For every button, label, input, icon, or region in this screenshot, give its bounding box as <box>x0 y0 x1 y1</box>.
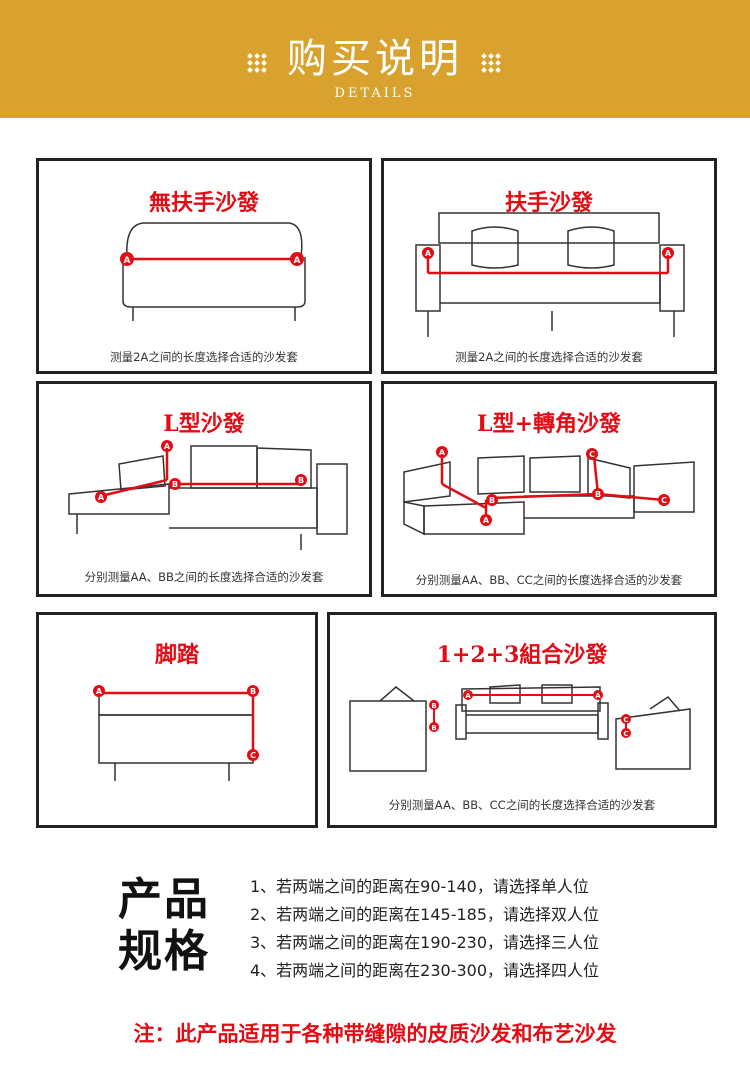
marker-a: A <box>96 687 103 696</box>
marker-b: B <box>172 480 178 489</box>
marker-c: C <box>250 751 256 760</box>
l-corner-sofa-illustration: A A B B C C <box>403 446 695 536</box>
marker-a: A <box>124 256 131 266</box>
dots-diamond-icon <box>480 52 502 73</box>
panel-title: L型沙發 <box>163 411 245 437</box>
marker-b: B <box>298 476 304 485</box>
panel-caption: 测量2A之间的长度选择合适的沙发套 <box>455 350 643 364</box>
page-title: 购买说明 <box>287 36 463 82</box>
header-banner: 购买说明 DETAILS <box>0 0 750 118</box>
spec-line: 1、若两端之间的距离在90-140，请选择单人位 <box>250 877 589 896</box>
page-subtitle: DETAILS <box>334 86 416 101</box>
specs-title-line1: 产品 <box>118 874 210 925</box>
marker-a: A <box>98 493 105 502</box>
armless-sofa-illustration: A A <box>120 222 306 321</box>
panel-title: 1+2+3組合沙發 <box>436 642 608 668</box>
panel-caption: 测量2A之间的长度选择合适的沙发套 <box>110 350 298 364</box>
marker-a: A <box>465 692 471 700</box>
panel-caption: 分别测量AA、BB、CC之间的长度选择合适的沙发套 <box>388 798 656 812</box>
marker-a: A <box>595 692 601 700</box>
marker-c: C <box>623 716 628 724</box>
marker-b: B <box>595 490 601 499</box>
panel-footstool: 脚踏 A B C <box>36 612 318 828</box>
marker-a: A <box>439 448 446 457</box>
marker-a: A <box>164 442 171 451</box>
marker-c: C <box>623 730 628 738</box>
marker-a: A <box>425 249 432 258</box>
panel-l-corner-sofa: L型+轉角沙發 A A B B C C 分别测量AA、BB、CC之间的长度选择合… <box>381 381 717 597</box>
marker-b: B <box>431 724 436 732</box>
spec-line: 2、若两端之间的距离在145-185，请选择双人位 <box>250 905 600 924</box>
marker-a: A <box>294 256 301 266</box>
panel-title: 脚踏 <box>154 642 199 668</box>
marker-b: B <box>489 496 495 505</box>
marker-a: A <box>665 249 672 258</box>
panel-arm-sofa: 扶手沙發 A A 测量2A之间的长度选择合适的沙发套 <box>381 158 717 374</box>
arm-sofa-illustration: A A <box>415 212 685 337</box>
panel-l-sofa: L型沙發 A A B B 分别测量AA、BB之间的长度选择合适的沙发套 <box>36 381 372 597</box>
spec-line: 4、若两端之间的距离在230-300，请选择四人位 <box>250 961 600 980</box>
footer-note: 注：此产品适用于各种带缝隙的皮质沙发和布艺沙发 <box>133 1022 617 1046</box>
panel-combination-sofa: 1+2+3組合沙發 A A B B C C 分别测量AA、BB、CC之间的长度选… <box>327 612 717 828</box>
footstool-illustration: A B C <box>93 685 259 781</box>
panel-armless-sofa: 無扶手沙發 A A 测量2A之间的长度选择合适的沙发套 <box>36 158 372 374</box>
panel-title: L型+轉角沙發 <box>477 411 621 437</box>
marker-b: B <box>431 702 436 710</box>
specs-title-line2: 规格 <box>118 926 210 977</box>
marker-a: A <box>483 516 490 525</box>
marker-c: C <box>589 450 595 459</box>
panel-caption: 分别测量AA、BB之间的长度选择合适的沙发套 <box>84 570 324 584</box>
l-sofa-illustration: A A B B <box>68 440 348 550</box>
marker-b: B <box>250 687 256 696</box>
combination-sofa-illustration: A A B B C C <box>349 684 691 772</box>
panel-title: 扶手沙發 <box>504 190 593 216</box>
panel-title: 無扶手沙發 <box>148 190 259 216</box>
spec-line: 3、若两端之间的距离在190-230，请选择三人位 <box>250 933 600 952</box>
marker-c: C <box>661 496 667 505</box>
panel-caption: 分别测量AA、BB、CC之间的长度选择合适的沙发套 <box>415 573 683 587</box>
